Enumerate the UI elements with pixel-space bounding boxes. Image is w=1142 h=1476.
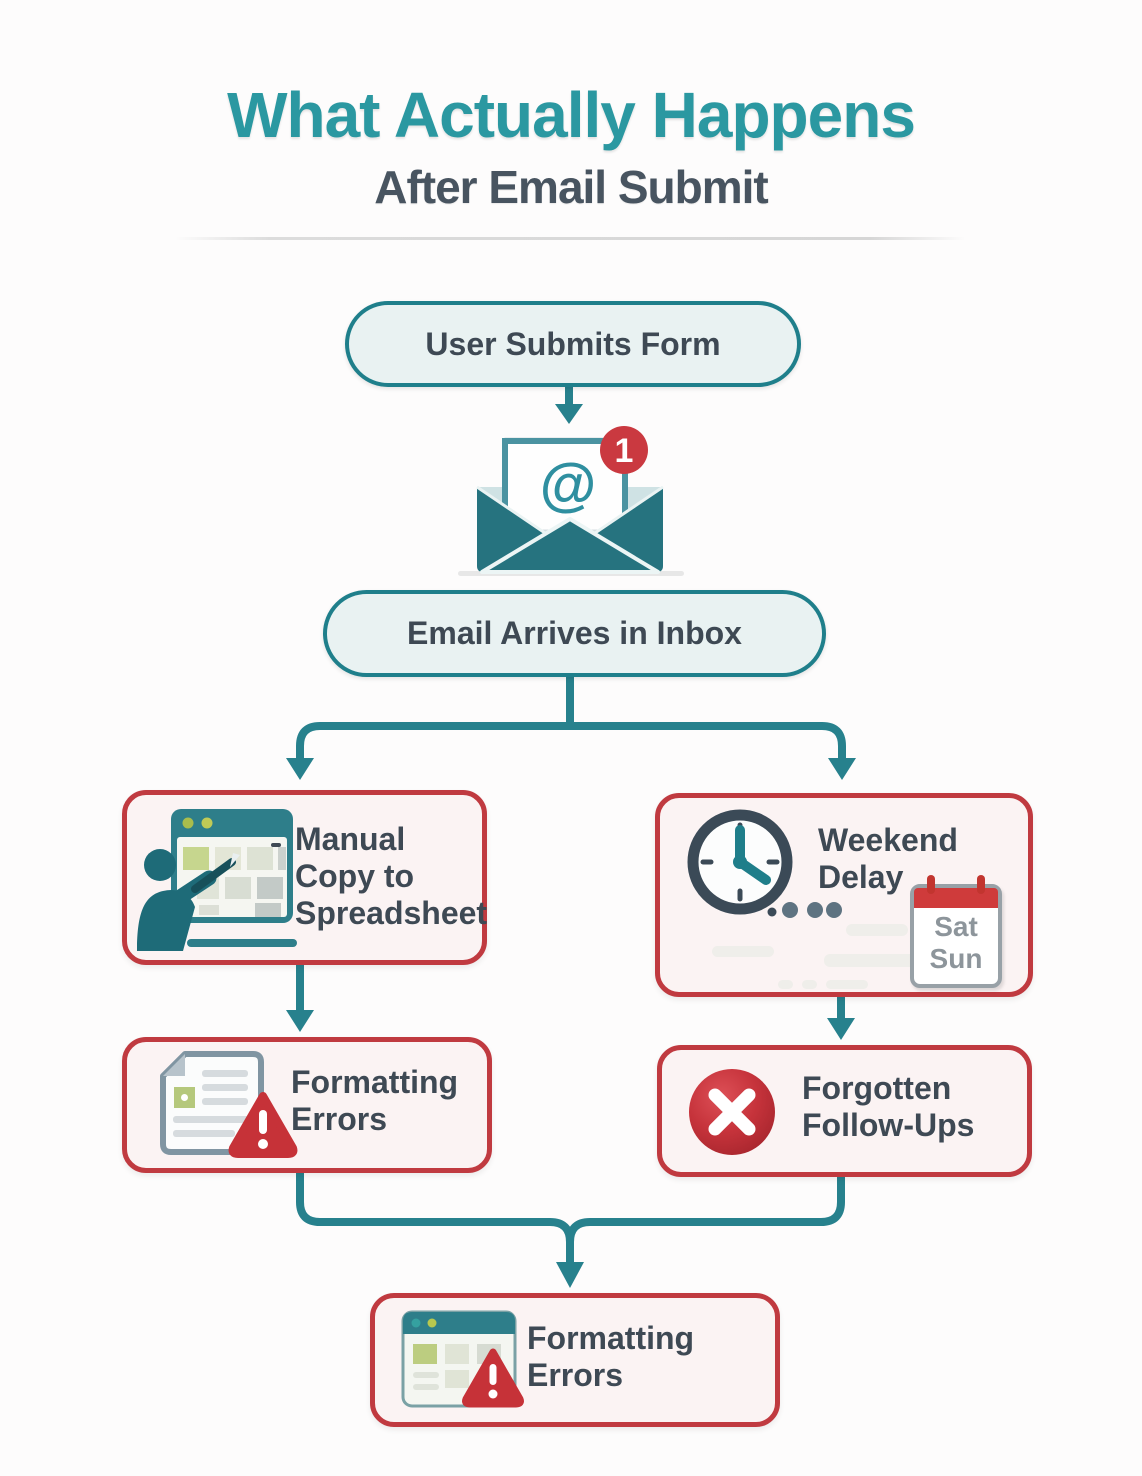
- email-envelope-icon: @ 1: [458, 426, 684, 576]
- calendar-day-sat: Sat: [934, 911, 978, 942]
- arrowhead: [286, 758, 314, 780]
- page-subtitle: After Email Submit: [374, 161, 769, 213]
- pen: [191, 858, 236, 893]
- node-email-arrives-inbox: Email Arrives in Inbox: [323, 590, 826, 677]
- calendar-pin: [927, 875, 935, 894]
- badge-count: 1: [615, 432, 634, 470]
- node-formatting-errors-left: Formatting Errors: [122, 1037, 492, 1173]
- node-weekend-delay: Weekend Delay Sat Sun: [655, 793, 1033, 997]
- calendar-header: [914, 875, 998, 908]
- error-x-icon: [689, 1069, 775, 1155]
- node-label: Email Arrives in Inbox: [407, 615, 742, 651]
- arrowhead: [828, 758, 856, 780]
- at-symbol: @: [540, 452, 597, 517]
- warning-triangle-icon: [462, 1348, 524, 1408]
- node-formatting-errors-final: Formatting Errors: [370, 1293, 780, 1427]
- node-user-submits-form: User Submits Form: [345, 301, 801, 387]
- clock-icon: [687, 809, 842, 918]
- spreadsheet-person-icon: [137, 809, 297, 951]
- node-label: User Submits Form: [425, 325, 721, 362]
- warning-triangle-icon: [228, 1092, 298, 1158]
- envelope-front-fold: [480, 517, 660, 574]
- page-title: What Actually Happens: [227, 79, 916, 151]
- arrowhead: [556, 1262, 584, 1288]
- spreadsheet-cells: [183, 847, 286, 917]
- arrowhead: [286, 1010, 314, 1032]
- node-label: Manual Copy to Spreadsheet: [295, 821, 488, 932]
- delay-dots: [767, 902, 842, 918]
- weekend-calendar-icon: Sat Sun: [910, 875, 1002, 988]
- arrowhead: [555, 404, 583, 424]
- document-warning-icon: [160, 1051, 298, 1158]
- node-manual-copy-spreadsheet: Manual Copy to Spreadsheet: [122, 790, 487, 965]
- split-bar: [296, 722, 846, 762]
- node-label: Weekend Delay: [818, 822, 958, 896]
- node-forgotten-followups: Forgotten Follow-Ups: [657, 1045, 1032, 1177]
- title-divider: [175, 237, 965, 240]
- merge-right: [566, 1169, 845, 1264]
- calendar-pin: [977, 875, 985, 894]
- merge-left: [296, 1165, 574, 1264]
- node-label: Formatting Errors: [291, 1064, 459, 1138]
- browser-warning-icon: [401, 1310, 524, 1408]
- calendar-day-sun: Sun: [929, 942, 983, 974]
- node-label: Forgotten Follow-Ups: [802, 1070, 975, 1144]
- document-text-lines: [173, 1070, 249, 1137]
- node-label: Formatting Errors: [527, 1320, 695, 1394]
- notification-badge: 1: [600, 426, 648, 474]
- arrowhead: [827, 1018, 855, 1040]
